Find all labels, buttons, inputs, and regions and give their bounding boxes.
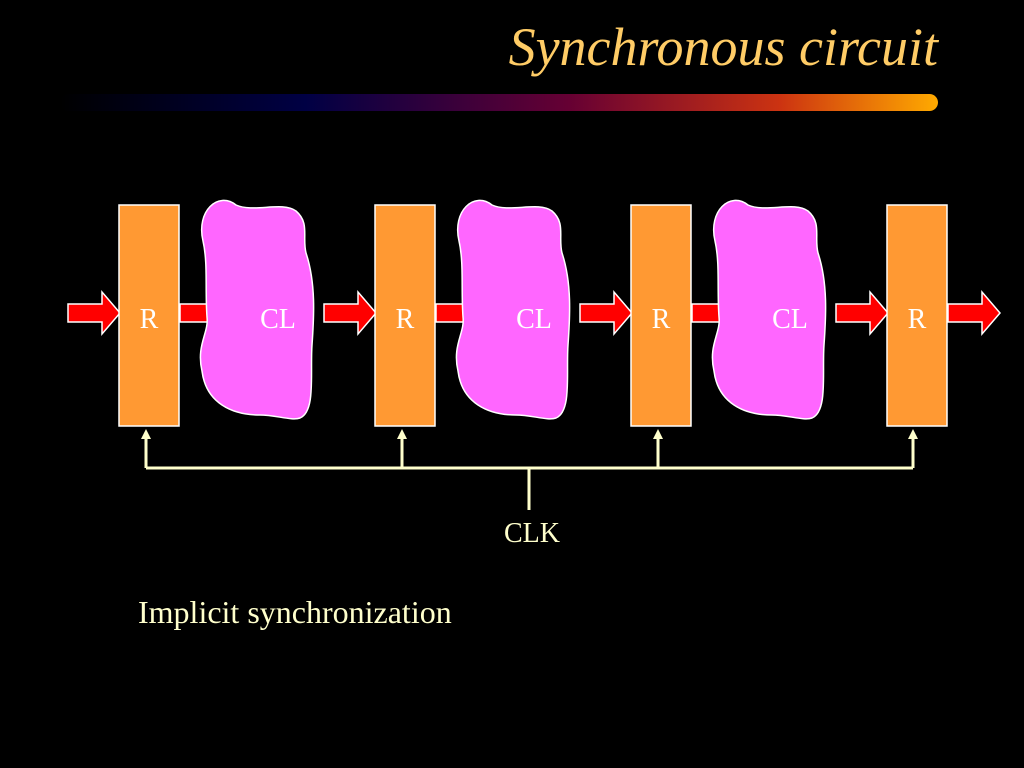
data-arrow (835, 291, 889, 335)
logic-label: CL (772, 304, 808, 335)
register-label: R (396, 304, 415, 335)
slide-title: Synchronous circuit (508, 17, 938, 77)
title-gradient-rule (60, 94, 938, 111)
clock-label: CLK (504, 518, 560, 549)
clock-arrowhead (653, 429, 663, 439)
clock-arrowhead (908, 429, 918, 439)
register-block-3 (630, 204, 692, 427)
output-arrow (947, 291, 1001, 335)
combinational-logic-block-3 (711, 199, 827, 420)
input-arrow (67, 291, 121, 335)
register-block-2 (374, 204, 436, 427)
clock-distribution-network (144, 434, 915, 510)
logic-label: CL (260, 304, 296, 335)
logic-label: CL (516, 304, 552, 335)
data-arrow (579, 291, 633, 335)
register-label: R (908, 304, 927, 335)
register-label: R (652, 304, 671, 335)
combinational-logic-block-2 (455, 199, 571, 420)
register-label: R (140, 304, 159, 335)
slide-caption: Implicit synchronization (138, 594, 452, 630)
register-block-4 (886, 204, 948, 427)
clock-arrowhead (397, 429, 407, 439)
combinational-logic-block-1 (199, 199, 315, 420)
data-arrow (323, 291, 377, 335)
register-block-1 (118, 204, 180, 427)
clock-arrowhead (141, 429, 151, 439)
